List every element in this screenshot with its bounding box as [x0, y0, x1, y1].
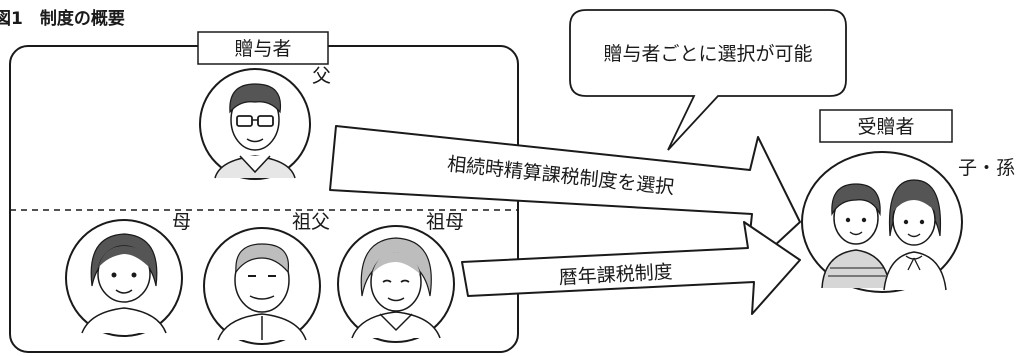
- grandmother-portrait: [337, 225, 455, 343]
- donor-label: 贈与者: [234, 38, 291, 60]
- recipient-label-box: [819, 109, 953, 143]
- lower-arrow: [461, 221, 801, 315]
- recipients-label: 子・孫: [958, 157, 1015, 179]
- grandmother-label: 祖母: [426, 211, 464, 233]
- donor-label-box: [197, 31, 329, 65]
- speech-bubble-text: 贈与者ごとに選択が可能: [603, 43, 812, 65]
- recipients-portrait: [801, 151, 963, 293]
- grandfather-portrait: [203, 227, 321, 345]
- grandfather-label: 祖父: [292, 211, 330, 233]
- mother-portrait: [65, 219, 183, 337]
- speech-bubble: [569, 9, 847, 151]
- mother-label: 母: [172, 211, 191, 233]
- recipient-label: 受贈者: [857, 116, 914, 138]
- father-label: 父: [312, 65, 331, 87]
- figure-title: 図1 制度の概要: [0, 8, 125, 29]
- father-portrait: [199, 68, 311, 180]
